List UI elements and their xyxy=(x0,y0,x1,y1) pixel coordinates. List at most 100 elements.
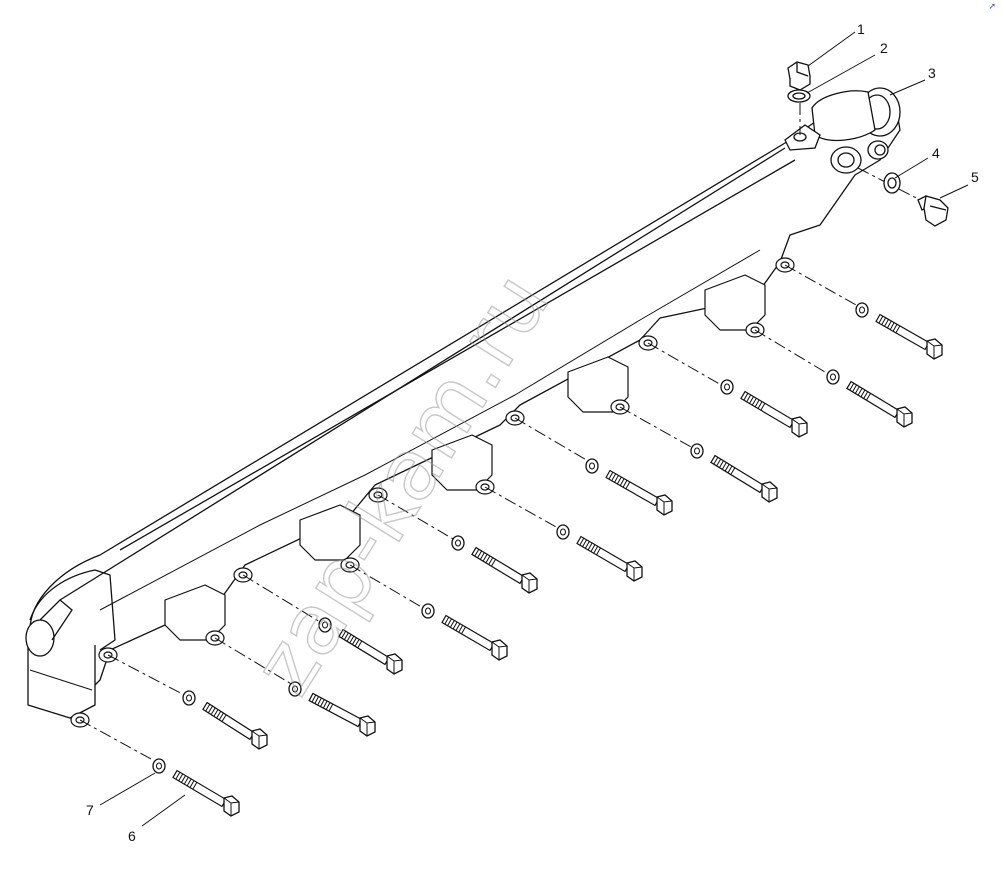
bolt-thread xyxy=(622,479,628,488)
bolts-and-washers xyxy=(152,302,943,817)
bolt-thread xyxy=(892,323,898,332)
bolt-head-edge xyxy=(223,797,240,816)
side-plug-part-5 xyxy=(917,195,949,227)
bolt-head-edge xyxy=(251,730,268,749)
bolt-thread xyxy=(593,545,599,554)
bolt-thread xyxy=(608,471,614,480)
bolt-thread xyxy=(724,463,730,472)
bolt-thread xyxy=(189,780,195,788)
bolt-thread xyxy=(611,473,617,481)
bolt-thread xyxy=(461,626,467,634)
bolt-assembly xyxy=(720,379,808,438)
bolt-head-edge xyxy=(761,483,778,502)
washer-hole xyxy=(425,607,431,615)
bolt-assembly xyxy=(182,690,268,750)
bolt-thread xyxy=(849,382,855,391)
top-plug-part-1 xyxy=(787,61,811,91)
bolt-thread xyxy=(863,391,869,399)
bolt-thread xyxy=(210,707,216,715)
bolt-thread xyxy=(186,778,192,786)
bolt-thread xyxy=(584,541,590,549)
bolt-assembly xyxy=(288,681,376,737)
bolt-thread xyxy=(452,621,458,630)
callout-2: 2 xyxy=(880,40,888,56)
washer-hole xyxy=(589,462,595,470)
bolt-thread xyxy=(746,394,752,403)
bolt-thread xyxy=(852,384,858,393)
bolt-shank xyxy=(202,701,255,741)
bolt-assembly xyxy=(585,458,673,516)
bolt-thread xyxy=(625,481,631,489)
bolt-head-edge xyxy=(626,562,643,581)
bolt-thread xyxy=(749,396,754,404)
bolt-thread xyxy=(854,386,860,394)
rear-end-cap xyxy=(25,599,73,657)
bolt-thread xyxy=(458,624,464,633)
bolt-thread xyxy=(860,389,866,397)
bolt-thread xyxy=(207,705,214,714)
bolt-thread xyxy=(857,387,863,396)
bolt-head-edge xyxy=(896,408,913,427)
bolt-thread xyxy=(455,623,461,631)
top-washer-part-2 xyxy=(787,89,811,103)
bolt-thread xyxy=(582,539,588,547)
bolt-thread xyxy=(311,694,317,703)
bolt-thread xyxy=(181,775,186,783)
washer-hole xyxy=(186,694,192,702)
bolt-thread xyxy=(719,460,725,468)
bolt-thread xyxy=(349,635,355,644)
bolt-thread xyxy=(354,638,360,647)
bolt-thread xyxy=(895,325,901,333)
bolt-thread xyxy=(716,458,722,467)
bolt-shank xyxy=(576,535,630,573)
bolt-thread xyxy=(213,709,219,717)
bolt-assembly xyxy=(855,302,943,360)
corner-logo-icon: ➚ xyxy=(988,2,996,12)
bolt-thread xyxy=(889,322,895,330)
bolt-thread xyxy=(482,553,488,562)
bolt-thread xyxy=(477,550,483,558)
bolt-thread xyxy=(488,557,494,565)
bolt-thread xyxy=(357,640,363,648)
bolt-head-edge xyxy=(926,340,943,359)
bolt-thread xyxy=(183,776,189,785)
bolt-thread xyxy=(751,397,757,406)
bolt-thread xyxy=(216,710,222,719)
bolt-thread xyxy=(884,319,889,327)
callout-5: 5 xyxy=(971,169,979,185)
bolt-thread xyxy=(878,315,884,324)
bolt-thread xyxy=(314,696,320,704)
callout-leaders xyxy=(99,31,969,827)
bolt-thread xyxy=(579,537,585,546)
bolt-head-edge xyxy=(359,717,376,736)
bolt-thread xyxy=(178,773,184,782)
bolt-head-edge xyxy=(791,418,808,437)
bolt-thread xyxy=(881,317,887,325)
bolt-thread xyxy=(614,475,619,483)
callout-3: 3 xyxy=(928,65,936,81)
bolt-thread xyxy=(590,544,596,552)
bolt-head-edge xyxy=(491,641,508,660)
bolt-thread xyxy=(485,555,491,563)
bolt-assembly xyxy=(556,524,643,582)
bolt-thread xyxy=(449,620,455,628)
bolt-assembly xyxy=(451,535,538,594)
bolt-thread xyxy=(619,478,625,486)
callout-1: 1 xyxy=(857,21,865,37)
bolt-thread xyxy=(352,637,357,645)
bolt-thread xyxy=(317,697,322,706)
side-washer-part-4 xyxy=(883,172,901,194)
bolt-thread xyxy=(730,467,736,475)
bolt-thread xyxy=(596,547,602,555)
bolt-thread xyxy=(322,700,328,709)
bolt-thread xyxy=(474,548,480,557)
bolt-thread xyxy=(192,781,198,790)
bolt-assembly xyxy=(318,617,403,675)
bolt-thread xyxy=(727,465,733,473)
assembly-axis-lines xyxy=(79,80,931,766)
manifold-body xyxy=(27,91,901,719)
washer-hole xyxy=(724,383,730,391)
exhaust-ports xyxy=(164,274,766,641)
washer-hole xyxy=(292,685,298,693)
